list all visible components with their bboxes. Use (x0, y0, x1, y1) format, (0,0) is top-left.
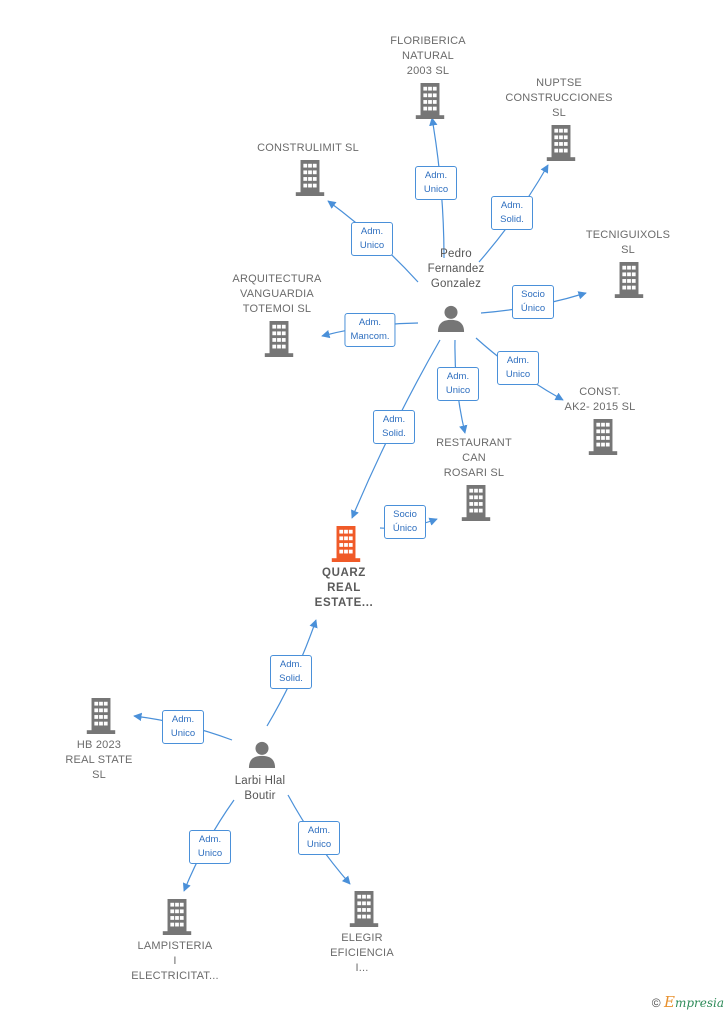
edge-label: Socio Único (384, 505, 426, 539)
node-label-elegir[interactable]: ELEGIR EFICIENCIA I... (330, 932, 394, 974)
person-icon[interactable] (437, 305, 465, 332)
building-icon[interactable] (546, 125, 576, 161)
building-icon[interactable] (415, 83, 445, 119)
node-label-tecniguixols[interactable]: TECNIGUIXOLS SL (585, 229, 671, 256)
edge-label: Adm. Solid. (270, 655, 312, 689)
copyright-icon: © (651, 996, 661, 1010)
edge-label: Adm. Unico (162, 710, 204, 744)
edge-label: Adm. Unico (351, 222, 393, 256)
building-icon[interactable] (264, 321, 294, 357)
building-icon[interactable] (331, 526, 361, 562)
node-label-quarz[interactable]: QUARZ REAL ESTATE... (314, 567, 374, 609)
node-label-const_ak2[interactable]: CONST. AK2- 2015 SL (564, 386, 636, 413)
building-icon[interactable] (86, 698, 116, 734)
brand-logo: Empresia (663, 993, 724, 1011)
edge-label: Adm. Unico (298, 821, 340, 855)
edge-label: Adm. Unico (497, 351, 539, 385)
node-label-construlimit[interactable]: CONSTRULIMIT SL (257, 142, 359, 154)
node-label-arquitectura[interactable]: ARQUITECTURA VANGUARDIA TOTEMOI SL (232, 273, 322, 315)
node-label-restaurant[interactable]: RESTAURANT CAN ROSARI SL (436, 437, 512, 479)
edge-label: Adm. Unico (189, 830, 231, 864)
building-icon[interactable] (162, 899, 192, 935)
edge-label: Adm. Unico (415, 166, 457, 200)
footer-brand: © Empresia (652, 993, 724, 1011)
node-label-pedro[interactable]: Pedro Fernandez Gonzalez (427, 248, 485, 290)
node-label-hb2023[interactable]: HB 2023 REAL STATE SL (65, 739, 133, 781)
edge-label: Adm. Unico (437, 367, 479, 401)
edge-label: Adm. Solid. (373, 410, 415, 444)
building-icon[interactable] (349, 891, 379, 927)
edge-label: Adm. Mancom. (344, 313, 396, 347)
building-icon[interactable] (461, 485, 491, 521)
person-icon[interactable] (248, 741, 276, 768)
node-label-larbi[interactable]: Larbi Hlal Boutir (234, 775, 286, 802)
node-label-lampisteria[interactable]: LAMPISTERIA I ELECTRICITAT... (131, 940, 219, 982)
node-label-nuptse[interactable]: NUPTSE CONSTRUCCIONES SL (505, 77, 613, 119)
node-label-floriberica[interactable]: FLORIBERICA NATURAL 2003 SL (390, 35, 466, 77)
edge-label: Socio Único (512, 285, 554, 319)
building-icon[interactable] (614, 262, 644, 298)
building-icon[interactable] (295, 160, 325, 196)
building-icon[interactable] (588, 419, 618, 455)
edge-label: Adm. Solid. (491, 196, 533, 230)
